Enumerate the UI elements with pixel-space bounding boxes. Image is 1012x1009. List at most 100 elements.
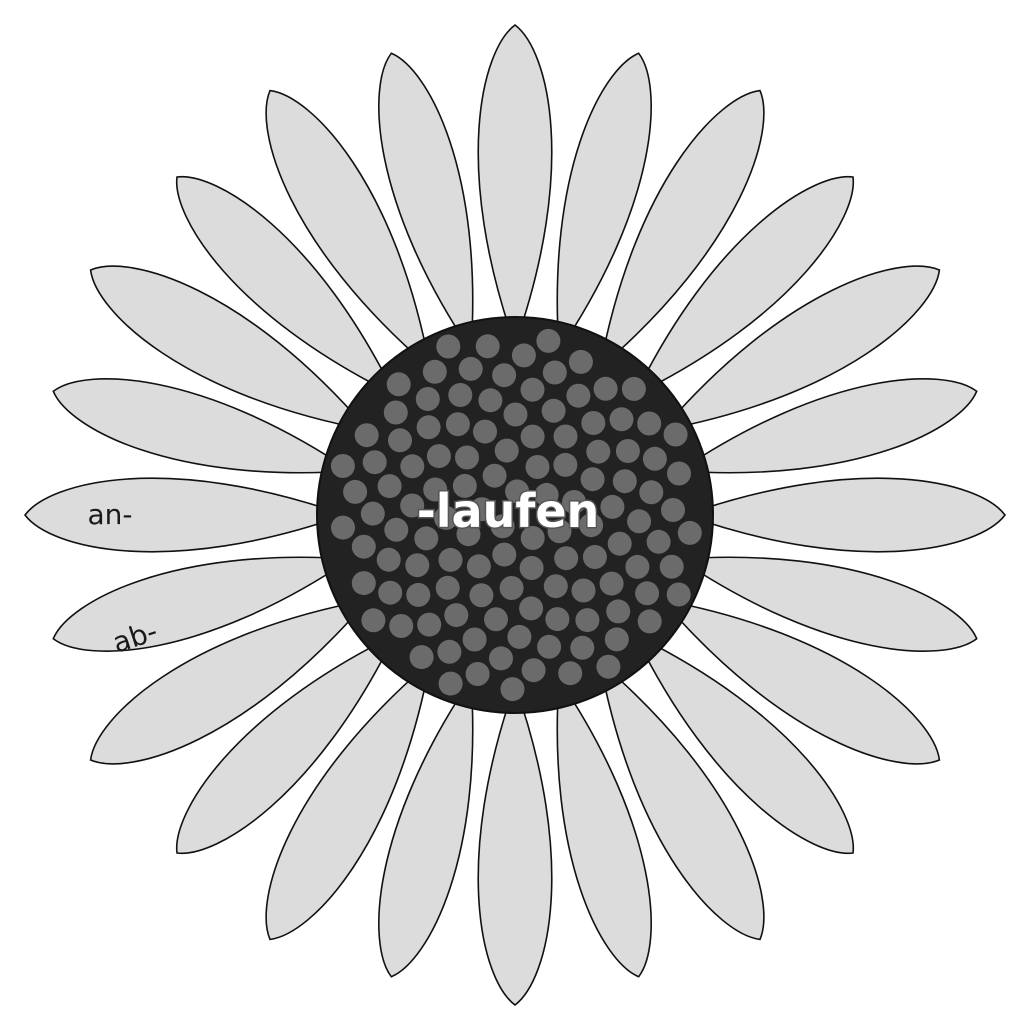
seed-dot	[554, 425, 578, 449]
seed-dot	[643, 447, 667, 471]
seed-dot	[484, 607, 508, 631]
seed-dot	[521, 425, 545, 449]
seed-dot	[469, 583, 493, 607]
seed-dot	[436, 335, 460, 359]
seed-dot	[522, 658, 546, 682]
seed-dot	[570, 636, 594, 660]
petal	[685, 478, 1005, 552]
seed-dot	[492, 363, 516, 387]
seed-dot	[427, 444, 451, 468]
seed-dot	[635, 581, 659, 605]
seed-dot	[554, 546, 578, 570]
seed-dot	[501, 677, 525, 701]
petal-word-an: an-	[87, 498, 132, 531]
seed-dot	[417, 613, 441, 637]
seed-dot	[521, 378, 545, 402]
seed-dot	[439, 548, 463, 572]
seed-dot	[581, 411, 605, 435]
seed-dot	[331, 454, 355, 478]
seed-dot	[520, 556, 544, 580]
seed-dot	[661, 498, 685, 522]
seed-dot	[489, 646, 513, 670]
seed-dot	[459, 357, 483, 381]
seed-dot	[467, 554, 491, 578]
seed-dot	[606, 599, 630, 623]
seed-dot	[410, 645, 434, 669]
seed-dot	[437, 640, 461, 664]
seed-dot	[423, 360, 447, 384]
seed-dot	[660, 555, 684, 579]
seed-dot	[389, 614, 413, 638]
seed-dot	[647, 530, 671, 554]
seed-dot	[378, 581, 402, 605]
seed-dot	[363, 450, 387, 474]
seed-dot	[331, 516, 355, 540]
seed-dot	[361, 608, 385, 632]
seed-dot	[455, 446, 479, 470]
seed-dot	[613, 469, 637, 493]
petal	[478, 685, 552, 1005]
seed-dot	[466, 662, 490, 686]
seed-dot	[572, 579, 596, 603]
seed-dot	[387, 372, 411, 396]
seed-dot	[384, 518, 408, 542]
seed-dot	[377, 548, 401, 572]
seed-dot	[500, 576, 524, 600]
seed-dot	[667, 583, 691, 607]
seed-dot	[388, 428, 412, 452]
seed-dot	[436, 576, 460, 600]
seed-dot	[600, 572, 624, 596]
seed-dot	[416, 387, 440, 411]
seed-dot	[519, 596, 543, 620]
seed-dot	[594, 377, 618, 401]
seed-dot	[512, 343, 536, 367]
seed-dot	[507, 625, 531, 649]
seed-dot	[406, 583, 430, 607]
seed-dot	[417, 415, 441, 439]
seed-dot	[536, 329, 560, 353]
petal	[478, 25, 552, 345]
seed-dot	[553, 453, 577, 477]
seed-dot	[478, 388, 502, 412]
seed-dot	[544, 574, 568, 598]
seed-dot	[352, 571, 376, 595]
seed-dot	[542, 399, 566, 423]
seed-dot	[384, 401, 408, 425]
center-word: -laufen	[417, 484, 600, 538]
seed-dot	[343, 480, 367, 504]
seed-dot	[558, 661, 582, 685]
seed-dot	[678, 521, 702, 545]
seed-dot	[575, 608, 599, 632]
seed-dot	[610, 407, 634, 431]
seed-dot	[616, 439, 640, 463]
petal	[25, 478, 345, 552]
seed-dot	[596, 655, 620, 679]
seed-dot	[400, 454, 424, 478]
seed-dot	[476, 334, 500, 358]
seed-dot	[566, 384, 590, 408]
seed-dot	[439, 672, 463, 696]
seed-dot	[378, 474, 402, 498]
seed-dot	[622, 377, 646, 401]
seed-dot	[667, 462, 691, 486]
seed-dot	[586, 440, 610, 464]
seed-dot	[583, 545, 607, 569]
seed-dot	[639, 480, 663, 504]
seed-dot	[600, 495, 624, 519]
seed-dot	[569, 350, 593, 374]
seed-dot	[504, 403, 528, 427]
seed-dot	[448, 383, 472, 407]
seed-dot	[543, 361, 567, 385]
seed-dot	[446, 412, 470, 436]
seed-dot	[537, 635, 561, 659]
seed-dot	[473, 420, 497, 444]
seed-dot	[495, 439, 519, 463]
seed-dot	[352, 535, 376, 559]
seed-dot	[361, 502, 385, 526]
seed-dot	[608, 532, 632, 556]
seed-dot	[625, 555, 649, 579]
seed-dot	[463, 628, 487, 652]
seed-dot	[605, 627, 629, 651]
